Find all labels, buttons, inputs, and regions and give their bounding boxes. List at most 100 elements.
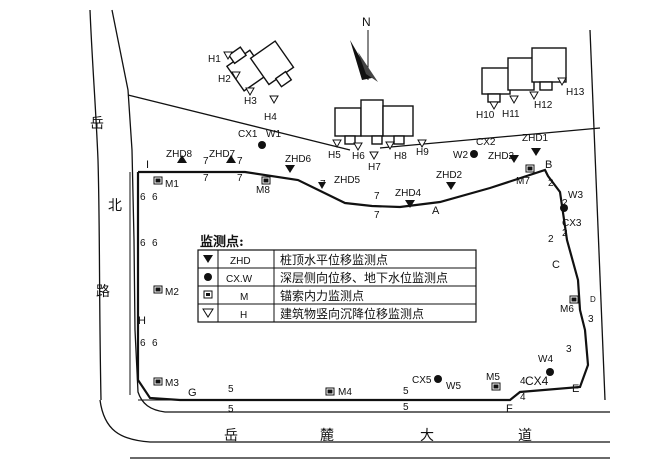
north-label: N xyxy=(362,15,371,29)
h3-marker xyxy=(245,87,255,97)
h-labels: H1 H2 H3 H4 H5 H6 H7 H8 H9 H10 H11 H12 H… xyxy=(208,54,585,173)
svg-text:ZHD7: ZHD7 xyxy=(209,149,236,160)
svg-text:6: 6 xyxy=(152,338,158,349)
svg-text:4: 4 xyxy=(520,392,526,403)
svg-text:路: 路 xyxy=(96,284,110,300)
h6-marker xyxy=(353,142,363,152)
svg-text:建筑物竖向沉降位移监测点: 建筑物竖向沉降位移监测点 xyxy=(280,306,424,321)
svg-text:M5: M5 xyxy=(486,372,500,383)
svg-text:ZHD6: ZHD6 xyxy=(285,154,312,165)
h4-marker xyxy=(269,95,279,105)
svg-text:M4: M4 xyxy=(338,387,352,398)
svg-text:H5: H5 xyxy=(328,150,341,161)
m8-marker xyxy=(261,176,271,185)
cx4-w4-marker xyxy=(546,368,554,376)
svg-text:6: 6 xyxy=(140,338,146,349)
svg-text:6: 6 xyxy=(152,238,158,249)
legend-row-cxw: CX.W 深层侧向位移、地下水位监测点 xyxy=(204,270,448,285)
svg-text:B: B xyxy=(545,159,552,171)
zhd6-marker xyxy=(285,165,295,173)
svg-text:H8: H8 xyxy=(394,151,407,162)
zhd5-marker xyxy=(318,182,326,189)
segment-labels: A B C D E F G H I xyxy=(138,159,596,415)
h5-marker xyxy=(332,139,342,149)
svg-text:ZHD8: ZHD8 xyxy=(166,149,193,160)
building-center xyxy=(334,99,414,145)
h12-marker xyxy=(529,91,539,101)
svg-text:H6: H6 xyxy=(352,151,365,162)
svg-text:H9: H9 xyxy=(416,147,429,158)
svg-text:4: 4 xyxy=(520,376,526,387)
svg-text:麓: 麓 xyxy=(320,428,334,444)
road-west-edge xyxy=(89,9,102,401)
svg-text:H7: H7 xyxy=(368,162,381,173)
h13-marker xyxy=(557,77,567,87)
svg-text:H2: H2 xyxy=(218,74,231,85)
svg-text:岳: 岳 xyxy=(224,428,238,444)
svg-text:ZHD4: ZHD4 xyxy=(395,188,422,199)
m1-marker xyxy=(153,176,163,185)
excavation-perimeter xyxy=(129,168,590,402)
zhd2b-marker xyxy=(446,182,456,190)
svg-text:3: 3 xyxy=(588,314,594,325)
svg-text:ZHD1: ZHD1 xyxy=(522,133,549,144)
svg-text:M8: M8 xyxy=(256,185,270,196)
legend-row-zhd: ZHD 桩顶水平位移监测点 xyxy=(203,252,388,267)
cx-labels: CX1 W1 CX2 W2 CX3 W3 CX4 W4 CX5 W5 xyxy=(238,129,583,392)
cx2-w2-marker xyxy=(470,150,478,158)
svg-text:G: G xyxy=(188,387,197,399)
svg-text:ZHD5: ZHD5 xyxy=(334,175,361,186)
svg-text:2: 2 xyxy=(548,178,554,189)
zhd1-marker xyxy=(531,148,541,156)
legend-table xyxy=(197,249,477,323)
north-arrow: N xyxy=(350,15,378,82)
svg-text:2: 2 xyxy=(548,234,554,245)
svg-text:桩顶水平位移监测点: 桩顶水平位移监测点 xyxy=(280,252,388,267)
svg-text:M: M xyxy=(240,292,248,303)
legend: 监测点: ZHD 桩顶水平位移监测点 CX.W 深层侧向位移、地下水位监测点 M… xyxy=(197,234,477,323)
svg-text:深层侧向位移、地下水位监测点: 深层侧向位移、地下水位监测点 xyxy=(280,270,448,285)
cx-markers xyxy=(258,141,568,383)
svg-text:C: C xyxy=(552,259,560,271)
legend-title: 监测点: xyxy=(200,234,244,250)
svg-text:7: 7 xyxy=(237,173,243,184)
svg-text:H: H xyxy=(138,315,146,327)
svg-text:M2: M2 xyxy=(165,287,179,298)
m2-marker xyxy=(153,285,163,294)
road-east xyxy=(589,29,606,401)
svg-text:H1: H1 xyxy=(208,54,221,65)
svg-text:2: 2 xyxy=(562,198,568,209)
svg-text:锚索内力监测点: 锚索内力监测点 xyxy=(280,288,364,303)
svg-text:W1: W1 xyxy=(266,129,281,140)
circle-filled-icon xyxy=(204,273,212,281)
zhd8-marker xyxy=(177,155,187,163)
m-labels: M1 M2 M3 M4 M5 M6 M7 M8 xyxy=(165,176,574,398)
svg-text:5: 5 xyxy=(228,404,234,415)
svg-text:CX1: CX1 xyxy=(238,129,258,140)
svg-text:ZHD2: ZHD2 xyxy=(488,151,515,162)
svg-text:M1: M1 xyxy=(165,179,179,190)
svg-text:E: E xyxy=(572,383,579,395)
legend-row-m: M 锚索内力监测点 xyxy=(203,288,364,303)
svg-text:H11: H11 xyxy=(502,109,520,120)
roads xyxy=(89,9,610,459)
h9-marker xyxy=(417,139,427,149)
svg-text:7: 7 xyxy=(374,191,380,202)
svg-text:ZHD2: ZHD2 xyxy=(436,170,463,181)
svg-text:H12: H12 xyxy=(534,100,553,111)
svg-text:6: 6 xyxy=(152,192,158,203)
zhd2a-marker xyxy=(509,155,519,163)
svg-text:CX2: CX2 xyxy=(476,137,496,148)
zhd4-marker xyxy=(405,200,415,208)
legend-row-h: H 建筑物竖向沉降位移监测点 xyxy=(202,306,424,321)
h8-marker xyxy=(385,141,395,151)
svg-text:H10: H10 xyxy=(476,110,495,121)
svg-text:W3: W3 xyxy=(568,190,583,201)
svg-text:W2: W2 xyxy=(453,150,468,161)
svg-text:M3: M3 xyxy=(165,378,179,389)
svg-text:H4: H4 xyxy=(264,112,277,123)
svg-text:6: 6 xyxy=(140,238,146,249)
svg-text:A: A xyxy=(432,205,440,217)
